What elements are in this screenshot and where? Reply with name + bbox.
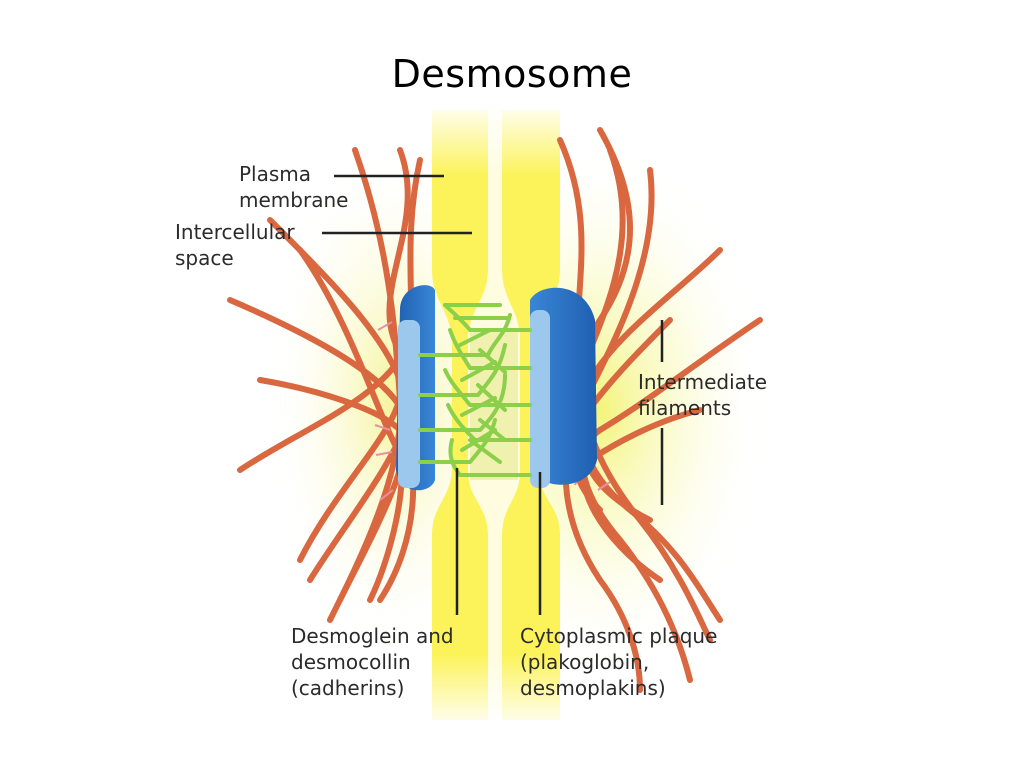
cytoplasmic-plaque-left [396,285,435,491]
label-intercellular-space: Intercellular space [175,220,295,270]
label-intermediate-filaments: Intermediate filaments [638,370,768,420]
slide-title: Desmosome [391,52,633,96]
label-cytoplasmic-plaque: Cytoplasmic plaque (plakoglobin, desmopl… [520,624,718,700]
leader-lines [322,174,664,615]
cadherin-molecules [418,303,532,477]
filament-linkers-left [374,321,394,501]
label-plasma-membrane: Plasma membrane [239,162,349,212]
cytoplasmic-plaque-right [530,287,597,488]
label-cadherins: Desmoglein and desmocollin (cadherins) [291,624,454,700]
